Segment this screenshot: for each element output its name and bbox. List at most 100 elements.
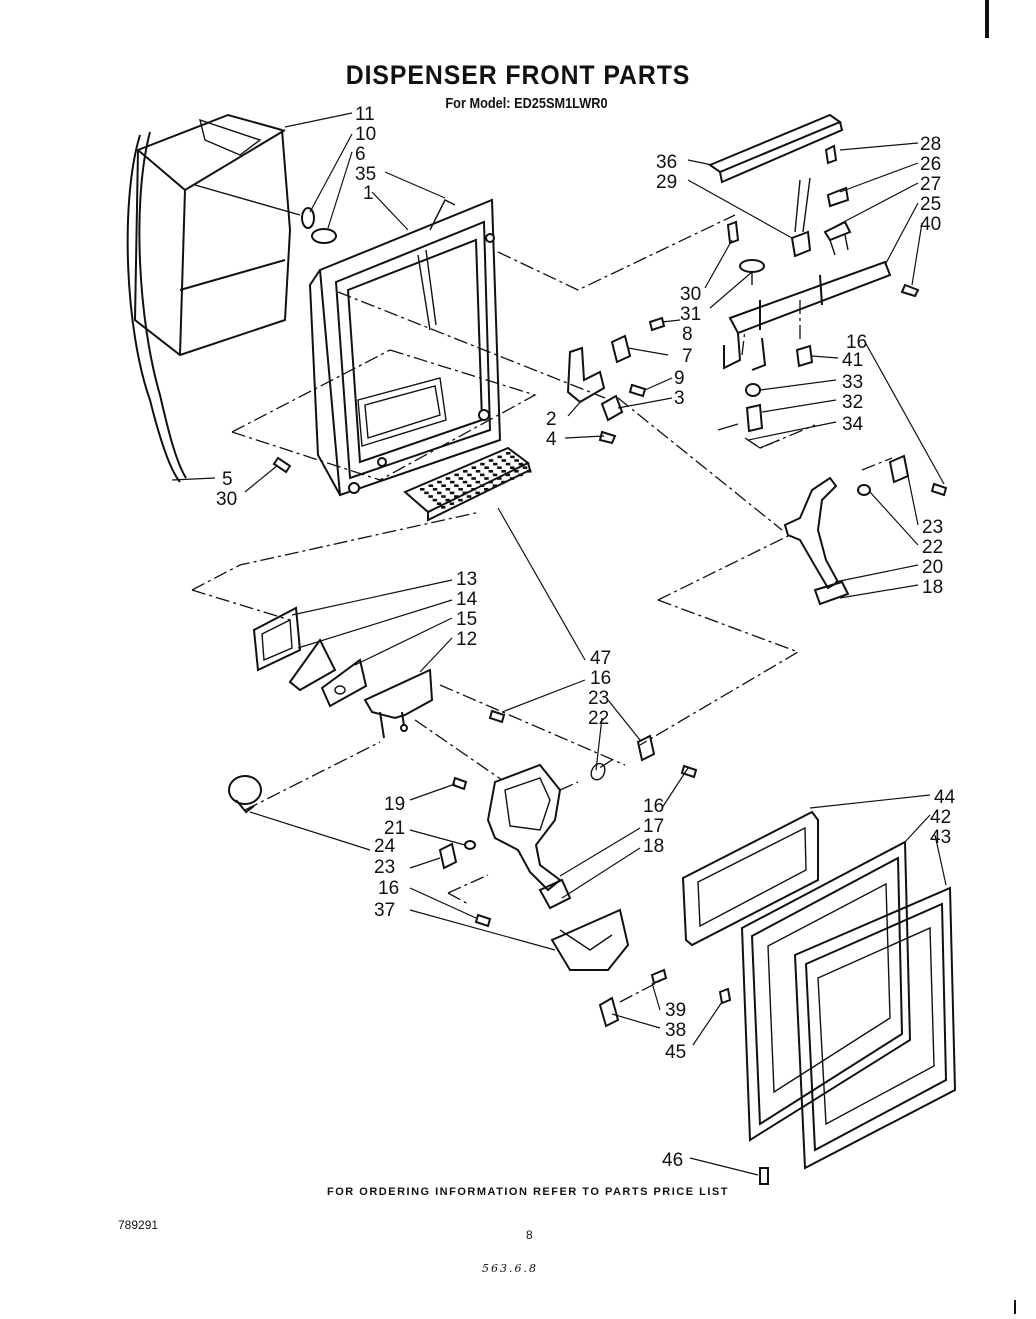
grille-hole xyxy=(445,488,451,491)
lamp-cover-15 xyxy=(320,658,368,708)
pivot-bracket-2 xyxy=(566,346,606,404)
grille-hole xyxy=(428,484,434,487)
callout-label: 30 xyxy=(680,284,701,305)
callout-label: 19 xyxy=(384,794,405,815)
grille-hole xyxy=(449,502,455,505)
callout-labels: 1110635136292826272540303187932416413332… xyxy=(216,104,956,1171)
callout-label: 17 xyxy=(643,816,664,837)
callout-label: 1 xyxy=(363,183,374,204)
grille-hole xyxy=(471,466,477,469)
callout-label: 16 xyxy=(846,332,867,353)
grille-hole xyxy=(471,488,476,491)
grille-hole xyxy=(506,452,511,455)
callout-label: 7 xyxy=(682,346,693,367)
grille-hole xyxy=(475,491,480,495)
grille-hole xyxy=(450,480,455,484)
screw-8 xyxy=(648,316,666,332)
grille-hole xyxy=(462,480,468,484)
callout-label: 23 xyxy=(922,517,943,538)
screw-16-right xyxy=(930,482,948,497)
callout-label: 28 xyxy=(920,134,941,155)
grille-hole xyxy=(488,459,494,462)
light-housing-13 xyxy=(252,606,302,672)
callout-label: 13 xyxy=(456,569,477,590)
grille-hole xyxy=(484,466,489,469)
grille-hole xyxy=(458,498,463,502)
screw-16-center-right xyxy=(680,764,698,779)
motor-24 xyxy=(228,775,262,814)
grille-hole xyxy=(492,484,498,487)
bracket-23-center-lower xyxy=(438,842,458,870)
screw-19 xyxy=(451,776,468,791)
grille-hole xyxy=(510,466,515,469)
callout-label: 5 xyxy=(222,469,233,490)
grille-hole xyxy=(501,459,507,462)
grille-hole xyxy=(467,473,472,477)
assembly-lines xyxy=(191,214,893,1003)
screw-46 xyxy=(759,1167,769,1185)
callout-label: 30 xyxy=(216,489,237,510)
grille-hole xyxy=(454,473,459,477)
grille-hole xyxy=(432,488,438,491)
grille-hole xyxy=(475,470,481,473)
actuator-arm-20 xyxy=(783,476,850,606)
handwritten-note: 563.6.8 xyxy=(482,1262,538,1275)
callout-label: 25 xyxy=(920,194,941,215)
callout-label: 11 xyxy=(355,104,375,125)
callout-label: 39 xyxy=(665,1000,686,1021)
callout-label: 34 xyxy=(842,414,864,435)
grille-hole xyxy=(437,491,442,495)
callout-label: 10 xyxy=(355,124,376,145)
actuator-bracket-25 xyxy=(723,234,892,371)
page-title: DISPENSER FRONT PARTS xyxy=(345,60,691,90)
grille-hole xyxy=(462,491,468,495)
grille-hole xyxy=(497,477,502,480)
callout-label: 4 xyxy=(546,429,557,450)
grille-hole xyxy=(497,466,502,469)
grille-hole xyxy=(458,477,464,480)
grille-hole xyxy=(428,495,433,498)
callout-label: 46 xyxy=(662,1150,683,1171)
screw-30-left xyxy=(272,456,292,474)
callout-label: 20 xyxy=(922,557,943,578)
grille-hole xyxy=(454,484,459,487)
callout-label: 23 xyxy=(588,688,609,709)
leader-lines xyxy=(171,112,947,1176)
grille-hole xyxy=(488,470,494,473)
grille-hole xyxy=(488,480,493,484)
callout-label: 38 xyxy=(665,1020,686,1041)
grille-hole xyxy=(449,491,455,495)
grille-hole xyxy=(420,488,425,491)
grille-hole xyxy=(509,477,515,480)
washer-21 xyxy=(464,840,476,850)
grille-hole xyxy=(480,473,485,477)
grille-hole xyxy=(432,498,438,502)
callout-label: 8 xyxy=(682,324,693,345)
callout-label: 9 xyxy=(674,368,685,389)
page-edge-mark xyxy=(985,0,989,38)
callout-label: 41 xyxy=(842,350,863,371)
spring-22-right xyxy=(857,484,871,496)
screw-16-center xyxy=(488,709,506,724)
grille-hole xyxy=(497,455,502,459)
callout-label: 44 xyxy=(934,787,956,808)
callout-label: 37 xyxy=(374,900,395,921)
grille-hole xyxy=(475,480,481,484)
lamp-socket-12 xyxy=(363,668,434,739)
screw-16-lower xyxy=(474,913,492,928)
callout-label: 22 xyxy=(588,708,609,729)
model-subtitle: For Model: ED25SM1LWR0 xyxy=(445,95,608,112)
grille-hole xyxy=(493,462,498,466)
small-parts-30-31 xyxy=(726,220,765,285)
grille-hole xyxy=(527,470,532,473)
callout-label: 2 xyxy=(546,409,557,430)
callout-label: 18 xyxy=(922,577,943,598)
screw-4 xyxy=(598,430,617,445)
callout-label: 22 xyxy=(922,537,943,558)
grille-hole xyxy=(463,470,468,473)
bracket-23-right xyxy=(888,454,910,484)
switch-29 xyxy=(790,177,812,258)
grille-hole xyxy=(454,495,459,498)
grille-hole xyxy=(441,495,446,498)
